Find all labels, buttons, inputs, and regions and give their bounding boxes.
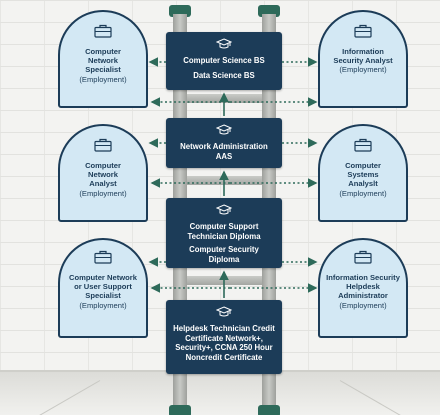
career-card: Information Security Helpdesk Administra… [318, 238, 408, 338]
career-note: (Employment) [339, 188, 387, 198]
pole-cap [169, 405, 191, 415]
program-sign-diplomas: Computer Support Technician Diploma Comp… [166, 198, 282, 268]
career-card: Computer Systems Analyslt (Employment) [318, 124, 408, 222]
career-note: (Employment) [339, 300, 387, 310]
career-title: Computer Systems Analyslt [345, 161, 381, 189]
briefcase-icon [60, 250, 146, 269]
graduation-cap-icon [166, 305, 282, 323]
program-sign-bachelor: Computer Science BS Data Science BS [166, 32, 282, 90]
briefcase-icon [320, 250, 406, 269]
career-note: (Employment) [79, 300, 127, 310]
program-line: Computer Support Technician Diploma [187, 222, 261, 241]
career-card: Information Security Analyst (Employment… [318, 10, 408, 108]
program-line: Network Administration AAS [180, 142, 268, 161]
program-line: Data Science BS [193, 70, 255, 80]
graduation-cap-icon [166, 123, 282, 141]
career-title: Computer Network Specialist [85, 47, 121, 75]
program-line: Computer Science BS [183, 56, 265, 65]
career-card: Computer Network Specialist (Employment) [58, 10, 148, 108]
career-title: Information Security Helpdesk Administra… [326, 273, 400, 301]
graduation-cap-icon [166, 37, 282, 55]
briefcase-icon [60, 138, 146, 157]
program-sign-aas: Network Administration AAS [166, 118, 282, 168]
career-title: Computer Network or User Support Special… [69, 273, 137, 301]
career-title: Information Security Analyst [333, 47, 393, 66]
career-card: Computer Network or User Support Special… [58, 238, 148, 338]
program-line: Helpdesk Technician Credit Certificate N… [173, 324, 275, 362]
career-title: Computer Network Analyst [85, 161, 121, 189]
career-note: (Employment) [79, 188, 127, 198]
program-line: Computer Security Diploma [189, 245, 259, 264]
career-note: (Employment) [79, 74, 127, 84]
program-sign-certificates: Helpdesk Technician Credit Certificate N… [166, 300, 282, 374]
briefcase-icon [320, 24, 406, 43]
career-note: (Employment) [339, 65, 387, 75]
briefcase-icon [60, 24, 146, 43]
graduation-cap-icon [166, 203, 282, 221]
briefcase-icon [320, 138, 406, 157]
pole-cap [258, 405, 280, 415]
career-card: Computer Network Analyst (Employment) [58, 124, 148, 222]
